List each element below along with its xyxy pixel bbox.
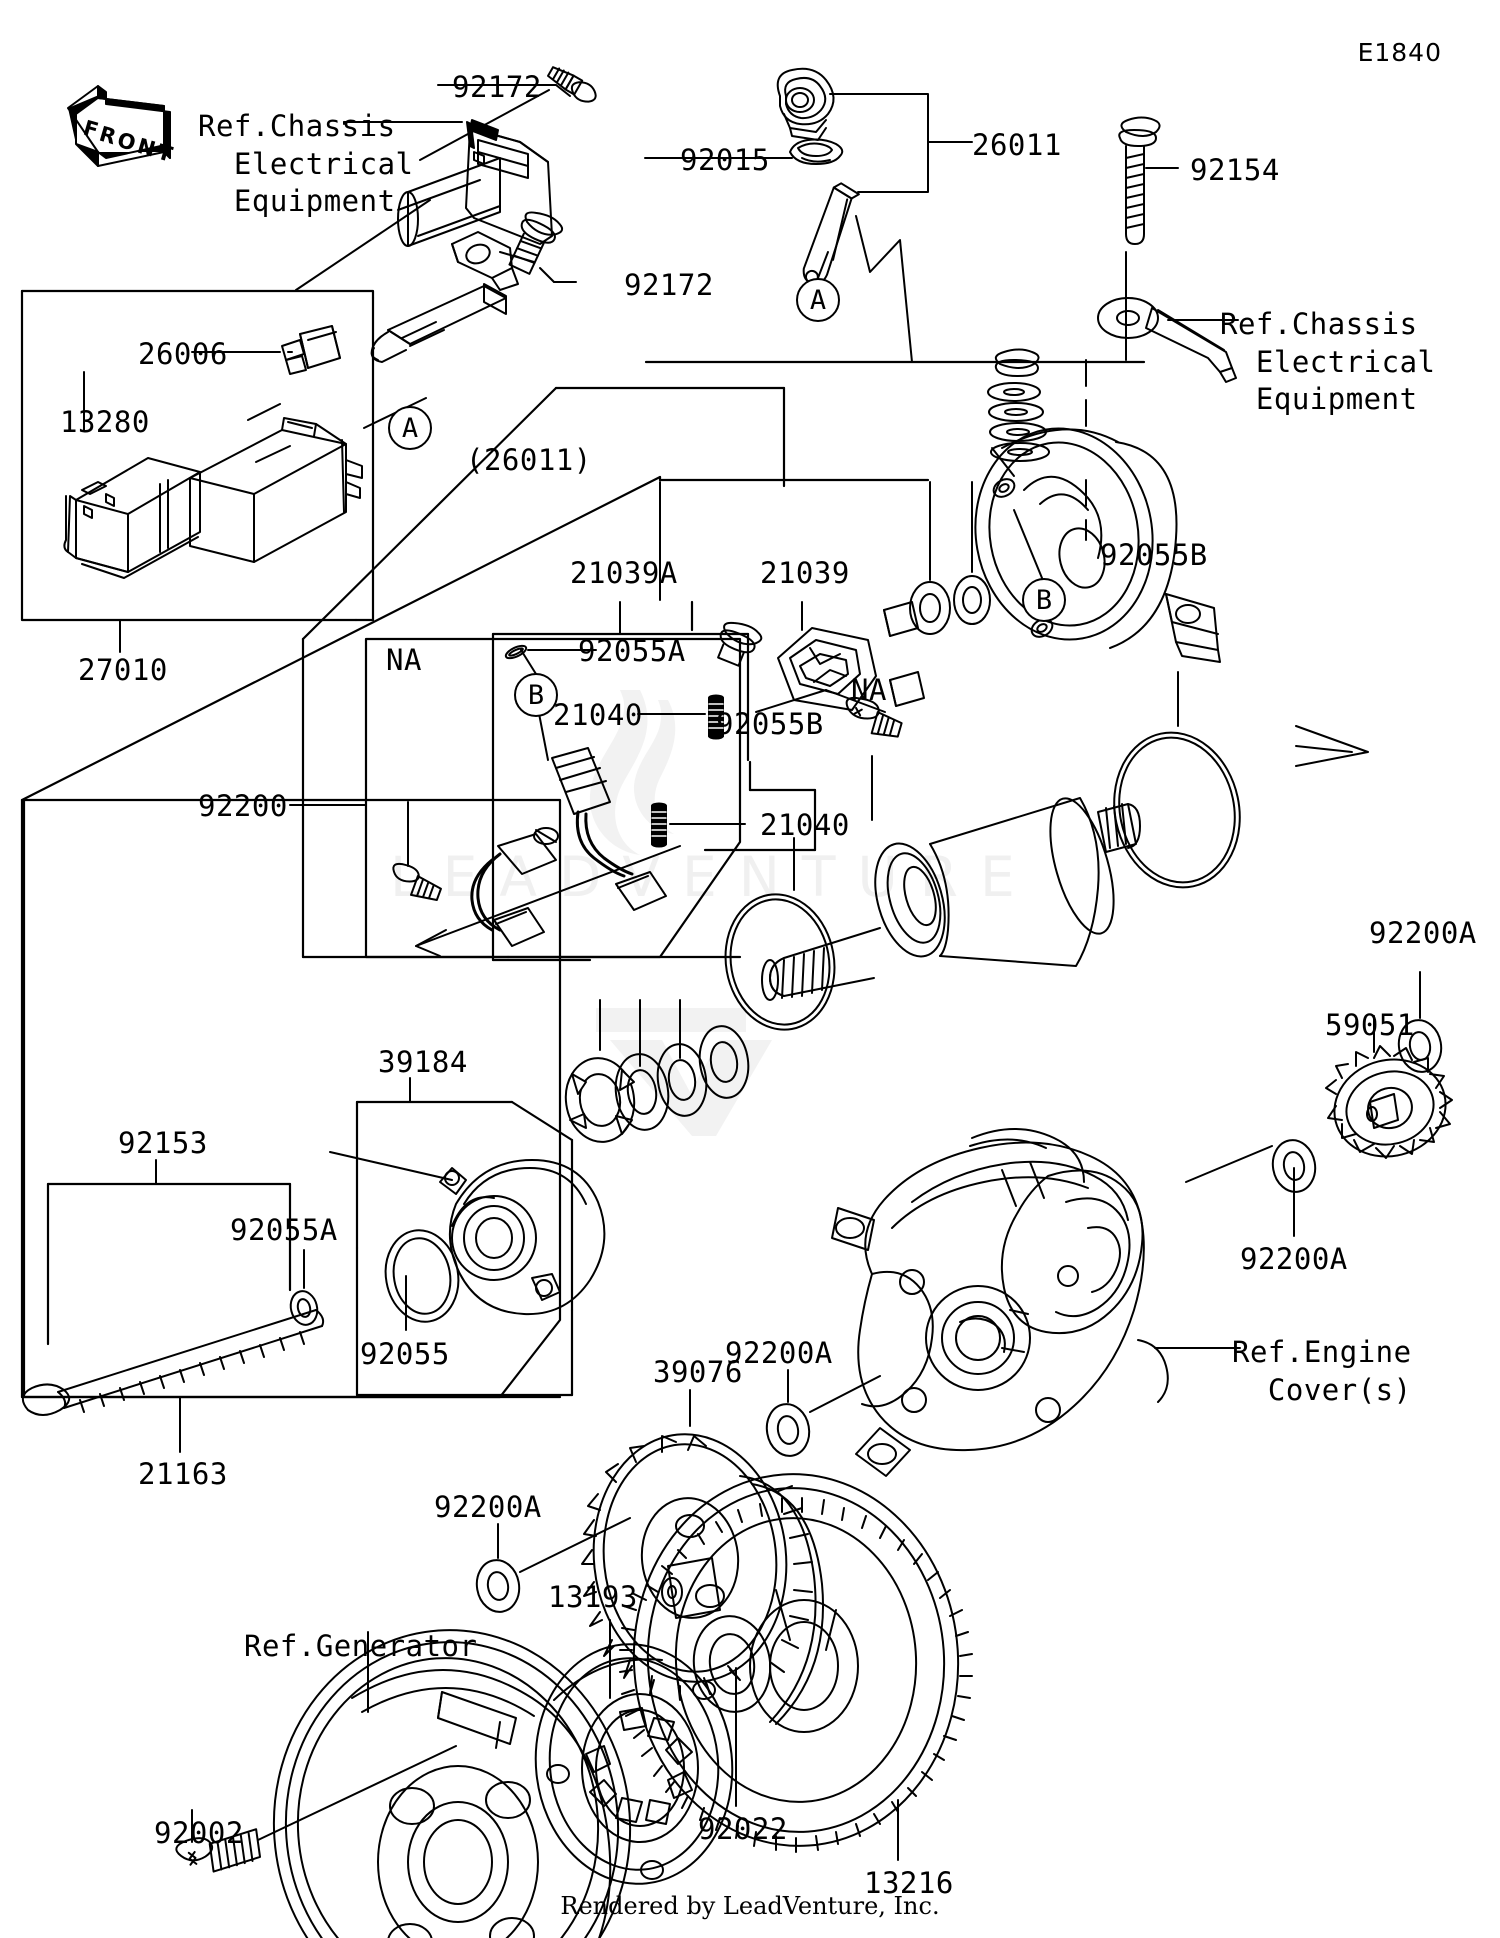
callout-92200a-mid-left[interactable]: 92200A xyxy=(725,1336,833,1370)
callout-21039[interactable]: 21039 xyxy=(760,556,850,590)
callout-26006[interactable]: 26006 xyxy=(138,337,228,371)
callout-92022[interactable]: 92022 xyxy=(698,1812,788,1846)
callout-21163[interactable]: 21163 xyxy=(138,1457,228,1491)
key-circle-b-right[interactable]: B xyxy=(1022,578,1066,622)
key-circle-a-left[interactable]: A xyxy=(388,406,432,450)
callout-59051[interactable]: 59051 xyxy=(1325,1008,1415,1042)
svg-text:O: O xyxy=(115,128,139,156)
callout-92200a-bottom-left[interactable]: 92200A xyxy=(434,1490,542,1524)
svg-text:F: F xyxy=(81,116,101,143)
callout-13216[interactable]: 13216 xyxy=(864,1866,954,1900)
svg-text:R: R xyxy=(97,122,119,150)
callout-92015[interactable]: 92015 xyxy=(680,143,770,177)
callout-92055[interactable]: 92055 xyxy=(360,1337,450,1371)
callout-39184[interactable]: 39184 xyxy=(378,1045,468,1079)
key-circle-b-left[interactable]: B xyxy=(514,673,558,717)
callout-13280[interactable]: 13280 xyxy=(60,405,150,439)
ref-chassis-electrical-equipment-right[interactable]: Ref.Chassis Electrical Equipment xyxy=(1220,307,1436,417)
callout-92055b-right[interactable]: 92055B xyxy=(1100,538,1208,572)
key-circle-a-top[interactable]: A xyxy=(796,278,840,322)
callout-92172-mid[interactable]: 92172 xyxy=(624,268,714,302)
callout-92154[interactable]: 92154 xyxy=(1190,153,1280,187)
callout-92055b-mid[interactable]: 92055B xyxy=(716,707,824,741)
ref-engine-covers[interactable]: Ref.Engine Cover(s) xyxy=(1232,1335,1412,1407)
callout-92055a-low[interactable]: 92055A xyxy=(230,1213,338,1247)
callout-92002[interactable]: 92002 xyxy=(154,1816,244,1850)
callout-92153[interactable]: 92153 xyxy=(118,1126,208,1160)
render-credit: Rendered by LeadVenture, Inc. xyxy=(560,1892,940,1920)
sheet-code: E1840 xyxy=(1357,38,1442,67)
callout-92200a-top-right[interactable]: 92200A xyxy=(1369,916,1477,950)
callout-21040-bottom[interactable]: 21040 xyxy=(760,808,850,842)
callout-92200a-mid-right[interactable]: 92200A xyxy=(1240,1242,1348,1276)
callout-21040-top[interactable]: 21040 xyxy=(553,698,643,732)
callout-26011[interactable]: 26011 xyxy=(972,128,1062,162)
front-direction-arrow: F R O N T xyxy=(67,85,176,167)
callout-39076[interactable]: 39076 xyxy=(653,1355,743,1389)
ref-chassis-electrical-equipment-top[interactable]: Ref.Chassis Electrical Equipment xyxy=(198,109,414,219)
callout-na-right: NA xyxy=(851,673,887,707)
ref-generator[interactable]: Ref.Generator xyxy=(244,1629,478,1663)
callout-na-left: NA xyxy=(386,643,422,677)
callout-26011-paren[interactable]: (26011) xyxy=(466,443,592,477)
callout-21039a[interactable]: 21039A xyxy=(570,556,678,590)
callout-13193[interactable]: 13193 xyxy=(548,1580,638,1614)
svg-text:N: N xyxy=(135,134,159,162)
callout-92172-top[interactable]: 92172 xyxy=(452,70,542,104)
callout-92200[interactable]: 92200 xyxy=(198,789,288,823)
callout-27010[interactable]: 27010 xyxy=(78,653,168,687)
callout-92055a-top[interactable]: 92055A xyxy=(578,634,686,668)
